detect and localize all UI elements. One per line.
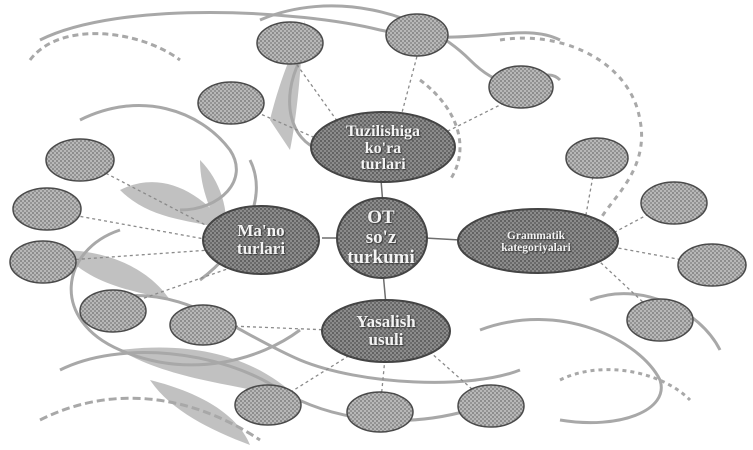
- top-line-2: ko'ra: [346, 141, 420, 158]
- satellite-ellipse: [10, 241, 76, 283]
- right-line-1: Grammatik: [501, 230, 571, 242]
- satellite-ellipse: [170, 305, 236, 345]
- satellite-ellipse: [566, 138, 628, 178]
- satellite-ellipse: [458, 385, 524, 427]
- satellite-ellipse: [678, 244, 746, 286]
- bottom-line-1: Yasalish: [356, 313, 416, 331]
- satellite-ellipse: [386, 14, 448, 56]
- branch-label-bottom: Yasalish usuli: [318, 302, 454, 360]
- top-line-1: Tuzilishiga: [346, 124, 420, 141]
- satellite-ellipse: [347, 392, 413, 432]
- left-line-2: turlari: [237, 240, 285, 258]
- satellite-ellipse: [641, 182, 707, 224]
- satellite-ellipse: [198, 82, 264, 124]
- center-line-2: so'z: [347, 228, 415, 248]
- satellite-ellipse: [235, 385, 301, 425]
- center-line-3: turkumi: [347, 248, 415, 268]
- branch-label-top: Tuzilishiga ko'ra turlari: [308, 110, 458, 188]
- top-line-3: turlari: [346, 157, 420, 174]
- satellite-ellipse: [489, 66, 553, 108]
- center-hub-label: OT so'z turkumi: [322, 198, 440, 278]
- satellite-ellipse: [80, 290, 146, 332]
- branch-label-left: Ma'no turlari: [206, 210, 316, 270]
- satellite-ellipse: [627, 299, 693, 341]
- satellite-ellipse: [257, 22, 323, 64]
- left-line-1: Ma'no: [237, 222, 285, 240]
- satellite-ellipse: [13, 188, 81, 230]
- bottom-line-2: usuli: [356, 331, 416, 349]
- right-line-2: kategoriyalari: [501, 242, 571, 254]
- satellite-ellipse: [46, 139, 114, 181]
- center-line-1: OT: [347, 208, 415, 228]
- branch-label-right: Grammatik kategoriyalari: [452, 220, 620, 264]
